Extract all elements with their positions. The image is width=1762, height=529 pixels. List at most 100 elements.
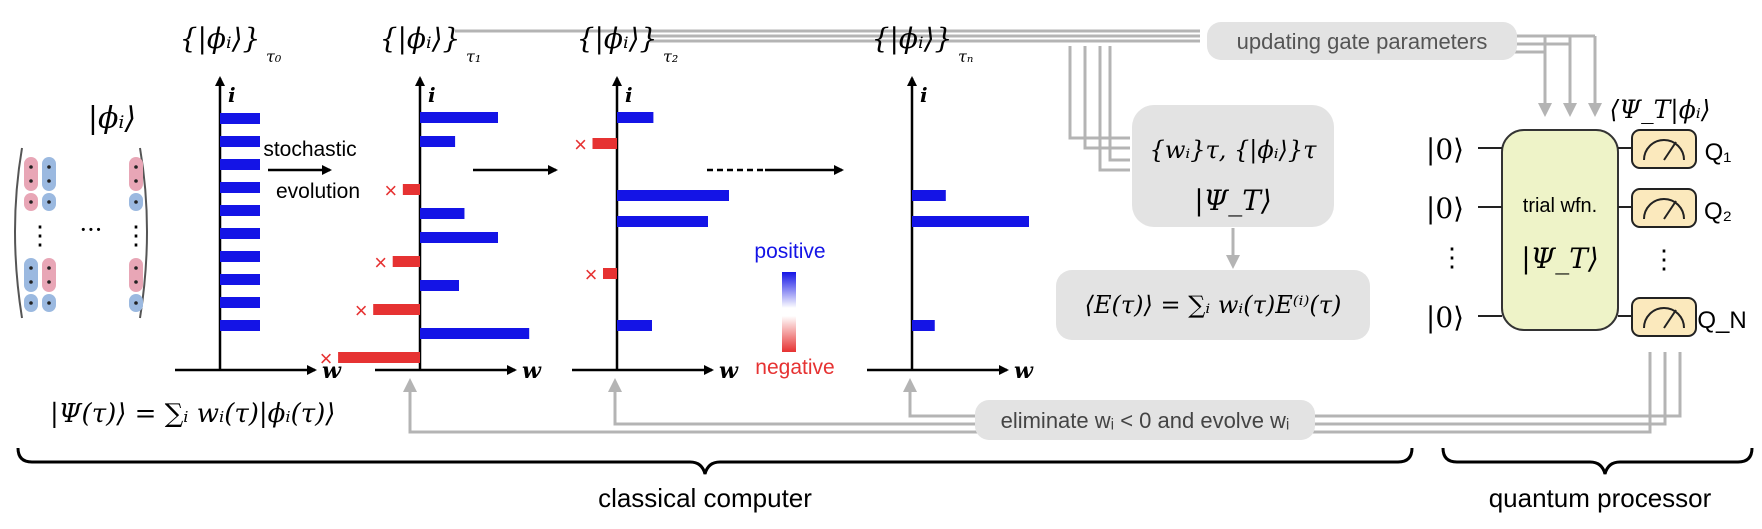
legend-negative: negative — [755, 356, 834, 379]
legend-gradient-bar — [782, 272, 796, 352]
legend-positive: positive — [754, 240, 825, 263]
wavefunction-equation: |Ψ(τ)⟩ = ∑ᵢ wᵢ(τ)|ϕᵢ(τ)⟩ — [50, 399, 335, 429]
quantum-label: quantum processor — [1489, 483, 1712, 513]
basis-column-2: ⋮ — [123, 157, 149, 312]
update-label: updating gate parameters — [1237, 29, 1488, 54]
panel-title: {|ϕᵢ⟩} — [380, 22, 461, 55]
evolution-label-2: evolution — [276, 180, 360, 203]
eliminate-label-pill: eliminate wᵢ < 0 and evolve wᵢ — [975, 400, 1315, 440]
cross-mark-icon: × — [585, 262, 598, 287]
panel-title: {|ϕᵢ⟩} — [180, 22, 261, 55]
qubit-label-1: Q₁ — [1705, 139, 1732, 166]
classical-brace-icon — [16, 447, 1414, 475]
basis-label: |ϕᵢ⟩ — [88, 101, 136, 136]
meter-icon-3 — [1631, 297, 1697, 337]
bar-positive — [912, 190, 946, 201]
axis-i-label: i — [920, 83, 928, 107]
axis-i-label: i — [625, 83, 633, 107]
panel-subscript: τₙ — [958, 47, 973, 66]
cross-mark-icon: × — [320, 346, 333, 371]
axis-w-label: w — [322, 358, 342, 384]
basis-column-1: ⋮ — [24, 157, 56, 312]
meter-icon-2 — [1631, 188, 1697, 228]
bar-negative — [402, 184, 420, 195]
axis-w-label: w — [522, 358, 542, 384]
cross-mark-icon: × — [355, 298, 368, 323]
bar-negative — [338, 352, 420, 363]
meter-vdots: ⋮ — [1651, 245, 1677, 275]
ket-zero-1: |0⟩ — [1426, 133, 1464, 166]
bar-negative — [603, 268, 617, 279]
panel-2: {|ϕᵢ⟩} τ₂ i w × × — [572, 22, 739, 384]
bar-positive — [617, 320, 652, 331]
update-label-pill: updating gate parameters — [1207, 22, 1517, 60]
panel-title: {|ϕᵢ⟩} — [872, 22, 953, 55]
bar-positive — [220, 159, 260, 170]
classical-label: classical computer — [598, 483, 812, 513]
overlap-label: ⟨Ψ_T|ϕᵢ⟩ — [1609, 95, 1710, 125]
state-box-line1: {wᵢ}τ, {|ϕᵢ⟩}τ — [1150, 136, 1318, 165]
qubit-wires — [1478, 147, 1632, 317]
panel-subscript: τ₂ — [663, 47, 678, 66]
bar-positive — [617, 190, 729, 201]
left-paren — [14, 147, 23, 319]
evolution-label-1: stochastic — [263, 138, 356, 161]
basis-section: |ϕᵢ⟩ ⋮ ··· — [14, 101, 335, 429]
energy-box: ⟨E(τ)⟩ = ∑ᵢ wᵢ(τ)E⁽ⁱ⁾(τ) — [1056, 270, 1370, 340]
bar-positive — [220, 297, 260, 308]
bar-positive — [420, 232, 498, 243]
bar-positive — [220, 136, 260, 147]
weight-panels: {|ϕᵢ⟩}τ₀iw{|ϕᵢ⟩}τ₁iw××××{|ϕᵢ⟩}τ₂iw××{|ϕᵢ… — [175, 22, 1034, 384]
bar-positive — [220, 182, 260, 193]
axis-w-label: w — [1014, 358, 1034, 384]
bar-positive — [420, 328, 530, 339]
basis-vdots-2: ⋮ — [123, 221, 149, 251]
bar-positive — [420, 280, 459, 291]
state-box: {wᵢ}τ, {|ϕᵢ⟩}τ |Ψ_T⟩ — [1132, 105, 1334, 227]
qubit-label-2: Q₂ — [1704, 198, 1732, 225]
bar-positive — [420, 136, 456, 147]
bar-positive — [220, 228, 260, 239]
bar-positive — [220, 251, 260, 262]
bar-negative — [392, 256, 420, 267]
bar-positive — [220, 274, 260, 285]
panel-subscript: τ₀ — [266, 47, 282, 66]
ket-vdots: ⋮ — [1439, 243, 1465, 273]
state-box-line2: |Ψ_T⟩ — [1194, 184, 1272, 217]
meter-icon-1 — [1631, 129, 1697, 169]
trial-wavefunction-box — [1501, 129, 1619, 331]
cross-mark-icon: × — [384, 178, 397, 203]
bar-positive — [912, 216, 1029, 227]
bar-negative — [373, 304, 420, 315]
qubit-label-3: Q_N — [1697, 307, 1746, 334]
ket-zero-2: |0⟩ — [1426, 192, 1464, 225]
axis-i-label: i — [428, 83, 436, 107]
bar-positive — [617, 216, 708, 227]
bar-positive — [420, 112, 498, 123]
eliminate-label: eliminate wᵢ < 0 and evolve wᵢ — [1001, 408, 1290, 433]
bar-positive — [912, 320, 935, 331]
bar-negative — [592, 138, 617, 149]
cross-mark-icon: × — [574, 132, 587, 157]
energy-equation: ⟨E(τ)⟩ = ∑ᵢ wᵢ(τ)E⁽ⁱ⁾(τ) — [1085, 291, 1342, 319]
trial-label: trial wfn. — [1523, 195, 1597, 217]
trial-state: |Ψ_T⟩ — [1521, 242, 1599, 275]
cross-mark-icon: × — [374, 250, 387, 275]
basis-ellipsis: ··· — [80, 216, 103, 244]
bar-positive — [617, 112, 654, 123]
quantum-brace-icon — [1441, 447, 1754, 475]
bar-positive — [420, 208, 465, 219]
ket-zero-3: |0⟩ — [1426, 301, 1464, 334]
panel-title: {|ϕᵢ⟩} — [577, 22, 658, 55]
panel-3: {|ϕᵢ⟩} τₙ i w — [867, 22, 1034, 384]
bar-positive — [220, 113, 260, 124]
bar-positive — [220, 205, 260, 216]
quantum-processor: ⟨Ψ_T|ϕᵢ⟩ trial wfn. |Ψ_T⟩ |0⟩ |0⟩ ⋮ |0⟩ — [1426, 95, 1747, 337]
sign-legend: positive negative — [754, 240, 834, 379]
panel-subscript: τ₁ — [466, 47, 481, 66]
axis-w-label: w — [719, 358, 739, 384]
bar-positive — [220, 320, 260, 331]
